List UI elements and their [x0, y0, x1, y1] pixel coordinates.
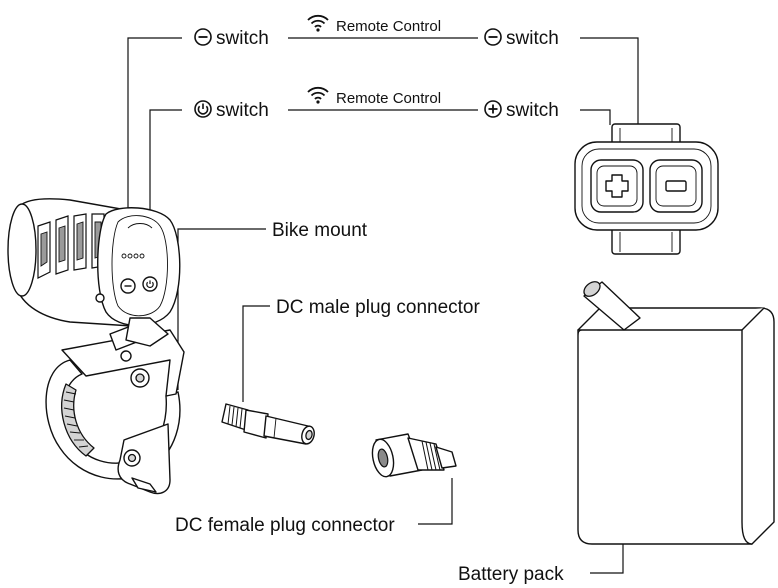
remote-minus-button	[649, 159, 703, 213]
remote-control-device	[574, 123, 719, 255]
wifi-icon	[307, 14, 329, 32]
remote-link-bottom: Remote Control	[307, 86, 441, 107]
lamp-minus-button	[120, 278, 136, 294]
minus-switch-right-text: switch	[506, 28, 559, 49]
remote-link-top: Remote Control	[307, 14, 441, 35]
label-power-switch: switch	[194, 100, 269, 121]
bike-mount-label: Bike mount	[272, 220, 368, 241]
battery-pack-device	[577, 307, 775, 545]
remote-control-top-text: Remote Control	[336, 18, 441, 35]
dc-female-label: DC female plug connector	[175, 515, 395, 536]
minus-circle-icon	[194, 28, 212, 46]
battery-label: Battery pack	[458, 564, 564, 585]
label-minus-switch-left: switch	[194, 28, 269, 49]
minus-circle-icon	[484, 28, 502, 46]
plus-switch-text: switch	[506, 100, 559, 121]
dc-male-label: DC male plug connector	[276, 297, 480, 318]
dc-female-plug	[371, 433, 457, 478]
power-switch-text: switch	[216, 100, 269, 121]
remote-control-bottom-text: Remote Control	[336, 90, 441, 107]
power-circle-icon	[194, 100, 212, 118]
dc-male-plug	[221, 403, 315, 445]
label-minus-switch-right: switch	[484, 28, 559, 49]
wifi-icon	[307, 86, 329, 104]
minus-switch-left-text: switch	[216, 28, 269, 49]
lamp-power-button	[142, 276, 158, 292]
plus-circle-icon	[484, 100, 502, 118]
battery-cable	[449, 266, 641, 469]
bike-light-device	[7, 198, 185, 495]
remote-plus-button	[590, 159, 644, 213]
label-plus-switch: switch	[484, 100, 559, 121]
